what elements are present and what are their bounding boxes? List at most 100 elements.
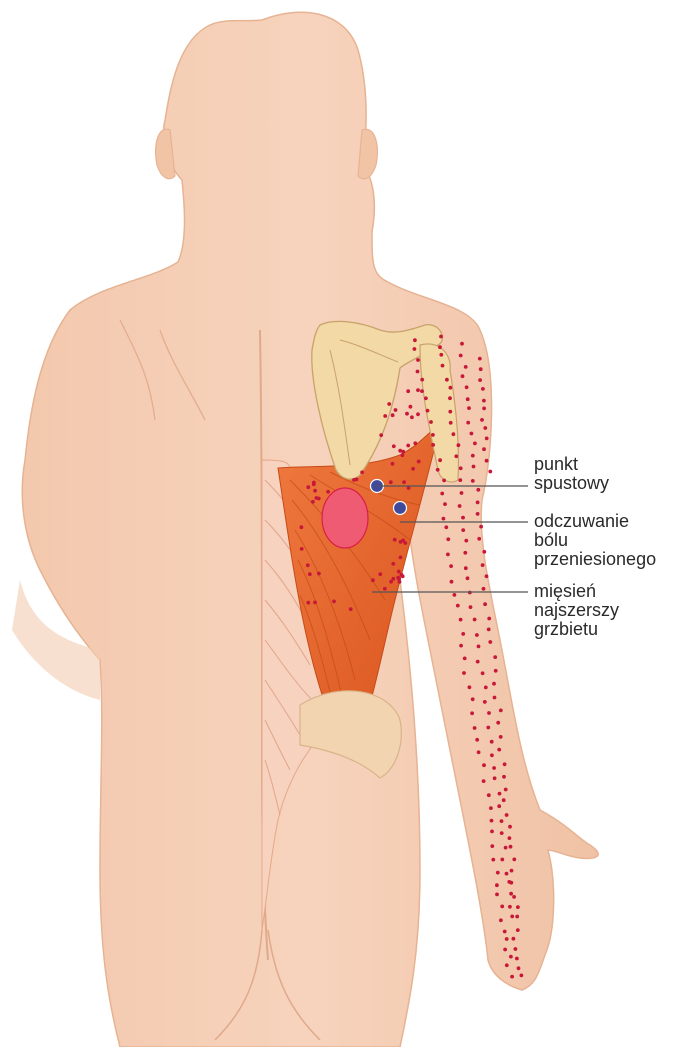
pain-dot (441, 364, 445, 368)
pain-dot (491, 858, 495, 862)
pain-dot (497, 748, 501, 752)
pain-dot (493, 655, 497, 659)
pain-dot (477, 537, 481, 541)
pain-dot (459, 618, 463, 622)
pain-dot (490, 819, 494, 823)
pain-dot (502, 798, 506, 802)
pain-dot (397, 570, 401, 574)
label-muscle-line2: najszerszy (534, 601, 619, 620)
pain-dot (308, 572, 312, 576)
pain-dot (512, 895, 516, 899)
pain-dot (446, 537, 450, 541)
pain-dot (399, 556, 403, 560)
pain-dot (514, 947, 518, 951)
label-referred-pain-line2: bólu (534, 531, 656, 550)
pain-dot (401, 574, 405, 578)
pain-dot (485, 437, 489, 441)
pain-dot (473, 618, 477, 622)
pain-dot (326, 490, 330, 494)
pain-dot (458, 504, 462, 508)
pain-dot (391, 413, 395, 417)
pain-dot (471, 479, 475, 483)
pain-dot (515, 915, 519, 919)
pain-dot (311, 500, 315, 504)
pain-dot (393, 538, 397, 542)
pain-dot (378, 572, 382, 576)
pain-dot (459, 644, 463, 648)
pain-dot (476, 488, 480, 492)
pain-dot (438, 345, 442, 349)
pain-dot (306, 485, 310, 489)
pain-dot (480, 418, 484, 422)
pain-dot (424, 396, 428, 400)
pain-dot (482, 447, 486, 451)
pain-dot (495, 893, 499, 897)
label-referred-pain: odczuwanie bólu przeniesionego (534, 512, 656, 569)
pain-dot (473, 726, 477, 730)
pain-dot (508, 905, 512, 909)
pain-dot (383, 414, 387, 418)
pain-dot (399, 540, 403, 544)
pain-dot (436, 468, 440, 472)
pain-dot (442, 517, 446, 521)
pain-dot (413, 441, 417, 445)
pain-dot (407, 486, 411, 490)
pain-dot (487, 793, 491, 797)
pain-dot (499, 735, 503, 739)
pain-dot (312, 481, 316, 485)
pain-dot (481, 671, 485, 675)
pain-dot (467, 406, 471, 410)
pain-dot (483, 602, 487, 606)
pain-dot (487, 711, 491, 715)
pain-dot (464, 539, 468, 543)
pain-dot (391, 577, 395, 581)
pain-dot (510, 915, 514, 919)
pain-dot (315, 496, 319, 500)
pain-dot (482, 407, 486, 411)
pain-dot (465, 385, 469, 389)
pain-dot (505, 937, 509, 941)
pain-dot (420, 389, 424, 393)
pain-dot (471, 697, 475, 701)
label-trigger-point-line2: spustowy (534, 474, 609, 493)
pain-dot (416, 388, 420, 392)
pain-dot (505, 963, 509, 967)
pain-dot (306, 563, 310, 567)
pain-dot (470, 432, 474, 436)
label-muscle: mięsień najszerszy grzbietu (534, 582, 619, 639)
pain-dot (439, 353, 443, 357)
pain-dot (461, 516, 465, 520)
pain-dot (503, 930, 507, 934)
pain-dot (416, 412, 420, 416)
pain-dot (483, 426, 487, 430)
pain-dot (416, 358, 420, 362)
pain-dot (317, 572, 321, 576)
pain-dot (464, 566, 468, 570)
pain-dot (509, 955, 513, 959)
pain-dot (500, 819, 504, 823)
pain-dot (496, 871, 500, 875)
pain-dot (482, 763, 486, 767)
pain-dot (462, 671, 466, 675)
pain-dot (391, 562, 395, 566)
trigger-point-2 (394, 502, 407, 515)
pain-dot (448, 396, 452, 400)
pain-dot (449, 421, 453, 425)
pain-dot (383, 587, 387, 591)
pain-dot (510, 975, 514, 979)
pain-dot (402, 480, 406, 484)
pain-dot (509, 845, 513, 849)
pain-dot (493, 696, 497, 700)
pain-dot (490, 753, 494, 757)
pain-dot (466, 576, 470, 580)
pain-dot (487, 628, 491, 632)
pain-dot (468, 685, 472, 689)
pain-dot (466, 421, 470, 425)
pain-dot (440, 492, 444, 496)
pain-dot (490, 844, 494, 848)
pain-dot (442, 479, 446, 483)
pain-dot (516, 928, 520, 932)
pain-dot (482, 587, 486, 591)
pain-dot (502, 775, 506, 779)
pain-dot (477, 750, 481, 754)
